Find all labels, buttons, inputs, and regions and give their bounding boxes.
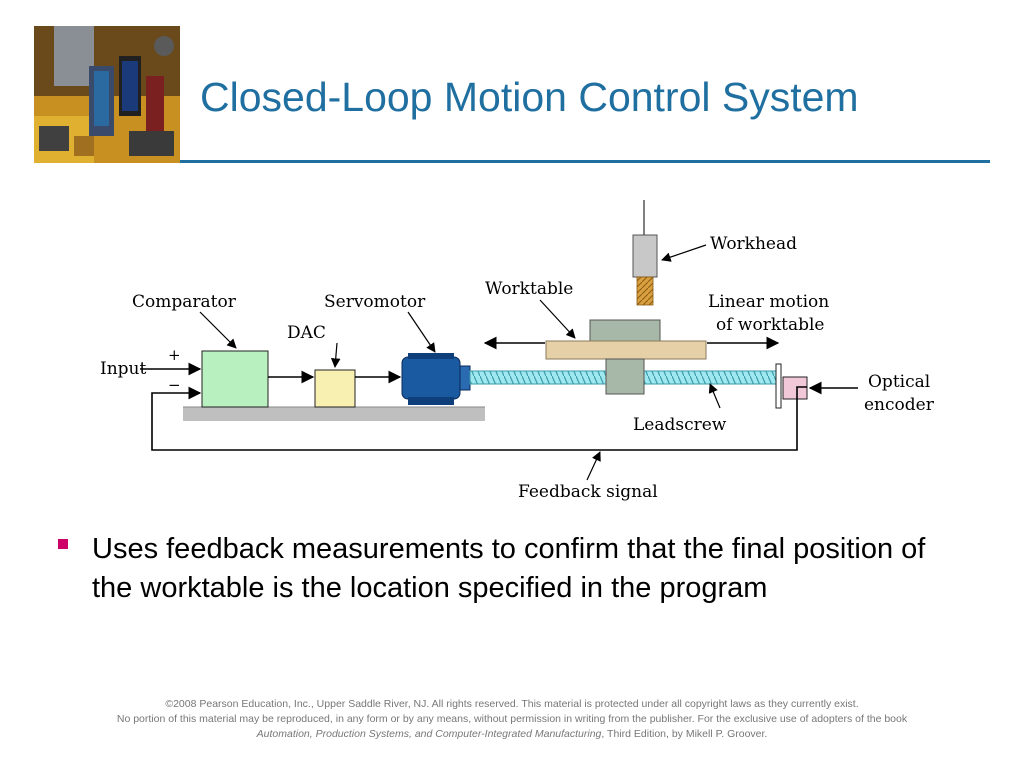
footer-line-2: No portion of this material may be repro… [116,713,908,725]
label-linear-motion-1: Linear motion [708,292,829,312]
leadscrew-nut [605,358,645,395]
encoder-disc [775,363,782,409]
label-servomotor: Servomotor [324,292,426,312]
label-encoder: encoder [864,395,935,415]
label-minus: − [168,376,181,394]
label-worktable: Worktable [485,279,573,299]
footer-book-title: Automation, Production Systems, and Comp… [256,728,602,740]
bullet-text: Uses feedback measurements to confirm th… [92,533,926,604]
dac-box [314,369,356,408]
label-plus: + [168,346,181,364]
label-feedback-signal: Feedback signal [518,482,658,502]
label-workhead: Workhead [710,234,797,254]
motion-control-diagram: Input + − Comparator DAC Servomotor Work… [90,180,960,510]
label-comparator: Comparator [132,292,237,312]
slide-title: Closed-Loop Motion Control System [200,74,859,120]
feedback-loop [151,386,807,451]
base-platform [183,407,485,421]
footer-line-1: ©2008 Pearson Education, Inc., Upper Sad… [165,698,859,710]
encoder-body [782,376,808,400]
label-leadscrew: Leadscrew [633,415,727,435]
label-dac: DAC [287,323,326,343]
tool-bit [636,276,654,306]
footer-book-edition: , Third Edition, by Mikell P. Groover. [601,728,768,740]
label-optical: Optical [868,372,930,392]
copyright-footer: ©2008 Pearson Education, Inc., Upper Sad… [0,697,1024,742]
workhead-icon [632,234,658,278]
bullet-marker-icon [58,539,68,549]
circuit-board-image [34,26,180,163]
worktable-top [589,319,661,342]
footer-line-3: Automation, Production Systems, and Comp… [0,727,1024,742]
worktable-plate [545,340,707,360]
comparator-box [201,350,269,408]
label-linear-motion-2: of worktable [716,315,825,335]
label-input: Input [100,359,146,379]
title-underline [180,160,990,163]
servomotor-icon [401,353,471,405]
